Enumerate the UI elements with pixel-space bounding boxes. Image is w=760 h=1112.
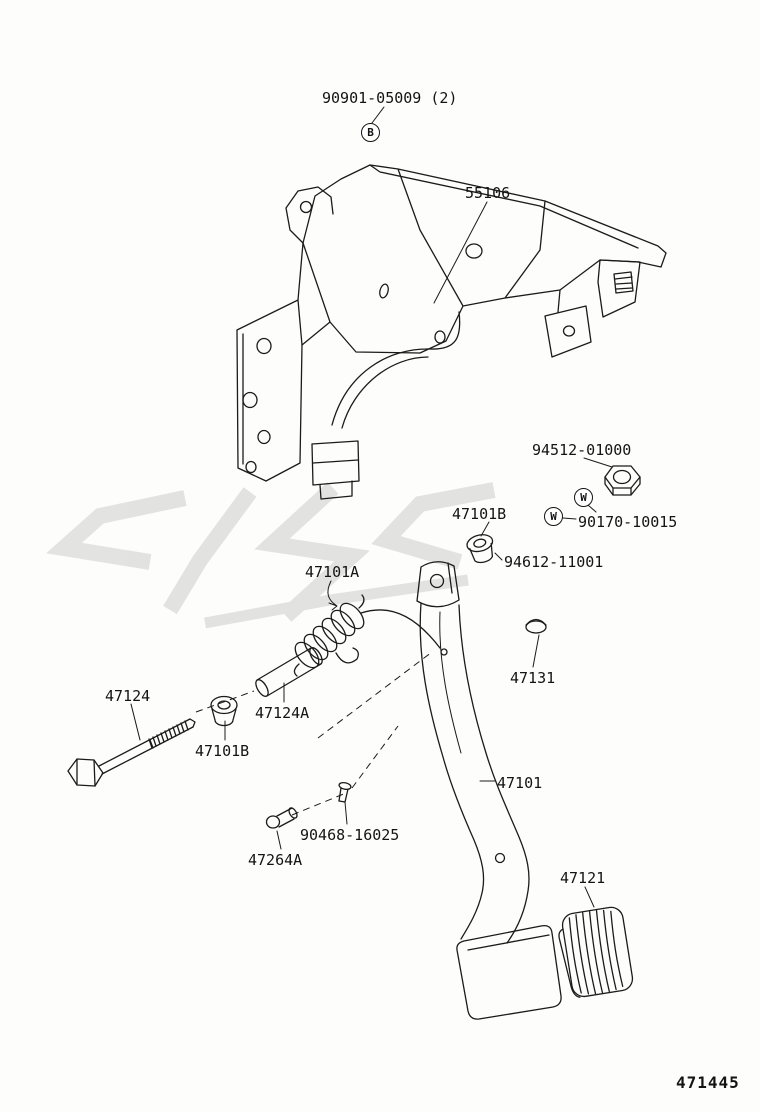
pin-47264a-drawing — [265, 807, 298, 829]
part-label-94612-11001: 94612-11001 — [504, 553, 604, 571]
collar-47124a-drawing — [255, 647, 323, 697]
part-label-90468-16025: 90468-16025 — [300, 826, 400, 844]
part-label-55106: 55106 — [465, 184, 511, 202]
part-label-47121: 47121 — [560, 869, 606, 887]
part-label-47124a: 47124A — [255, 704, 310, 722]
bolt-marker-icon: B — [361, 123, 380, 142]
bushing-47101b-lower-drawing — [210, 695, 238, 727]
clip-90468-drawing — [338, 781, 352, 803]
part-label-47101a: 47101A — [305, 563, 360, 581]
bushing-47101b-upper-drawing — [466, 534, 494, 564]
part-label-47131: 47131 — [510, 669, 556, 687]
pedal-pad-47121-drawing — [558, 906, 634, 998]
assembly-axis-lines — [195, 651, 433, 816]
leader-lines — [130, 106, 613, 908]
part-label-90901-05009: 90901-05009 (2) — [322, 89, 458, 107]
part-label-47101b-lower: 47101B — [195, 742, 250, 760]
nut-94512-drawing — [604, 465, 641, 496]
cap-47131-drawing — [525, 618, 547, 634]
figure-number: 471445 — [676, 1073, 740, 1092]
bracket-55106-drawing — [236, 164, 667, 500]
part-label-47124: 47124 — [105, 687, 151, 705]
part-label-90170-10015: 90170-10015 — [578, 513, 678, 531]
watermark-logo-icon — [46, 482, 496, 629]
washer-marker-icon: W — [574, 488, 593, 507]
spring-47101a-drawing — [293, 594, 441, 677]
part-label-94512-01000: 94512-01000 — [532, 441, 632, 459]
washer-marker-icon: W — [544, 507, 563, 526]
part-label-47264a: 47264A — [248, 851, 303, 869]
part-label-47101: 47101 — [497, 774, 543, 792]
part-label-47101b-upper: 47101B — [452, 505, 507, 523]
pedal-arm-47101-drawing — [416, 561, 562, 1020]
bolt-47124-drawing — [67, 718, 196, 787]
